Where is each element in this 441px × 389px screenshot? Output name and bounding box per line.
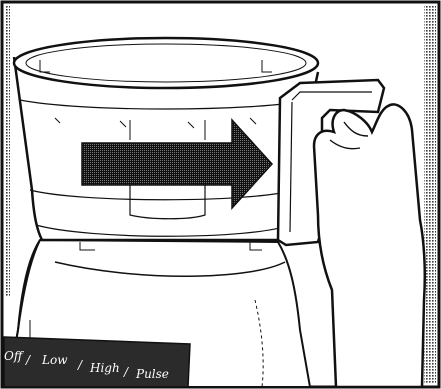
- control-label-pulse: Pulse: [135, 367, 169, 381]
- control-label-high: High: [89, 361, 120, 375]
- background-hatch-right: [424, 6, 436, 384]
- control-panel: Off / Low / High / Pulse: [4, 337, 190, 387]
- control-label-off: Off: [4, 349, 25, 363]
- control-label-low: Low: [41, 353, 68, 367]
- background-hatch-left: [6, 6, 10, 296]
